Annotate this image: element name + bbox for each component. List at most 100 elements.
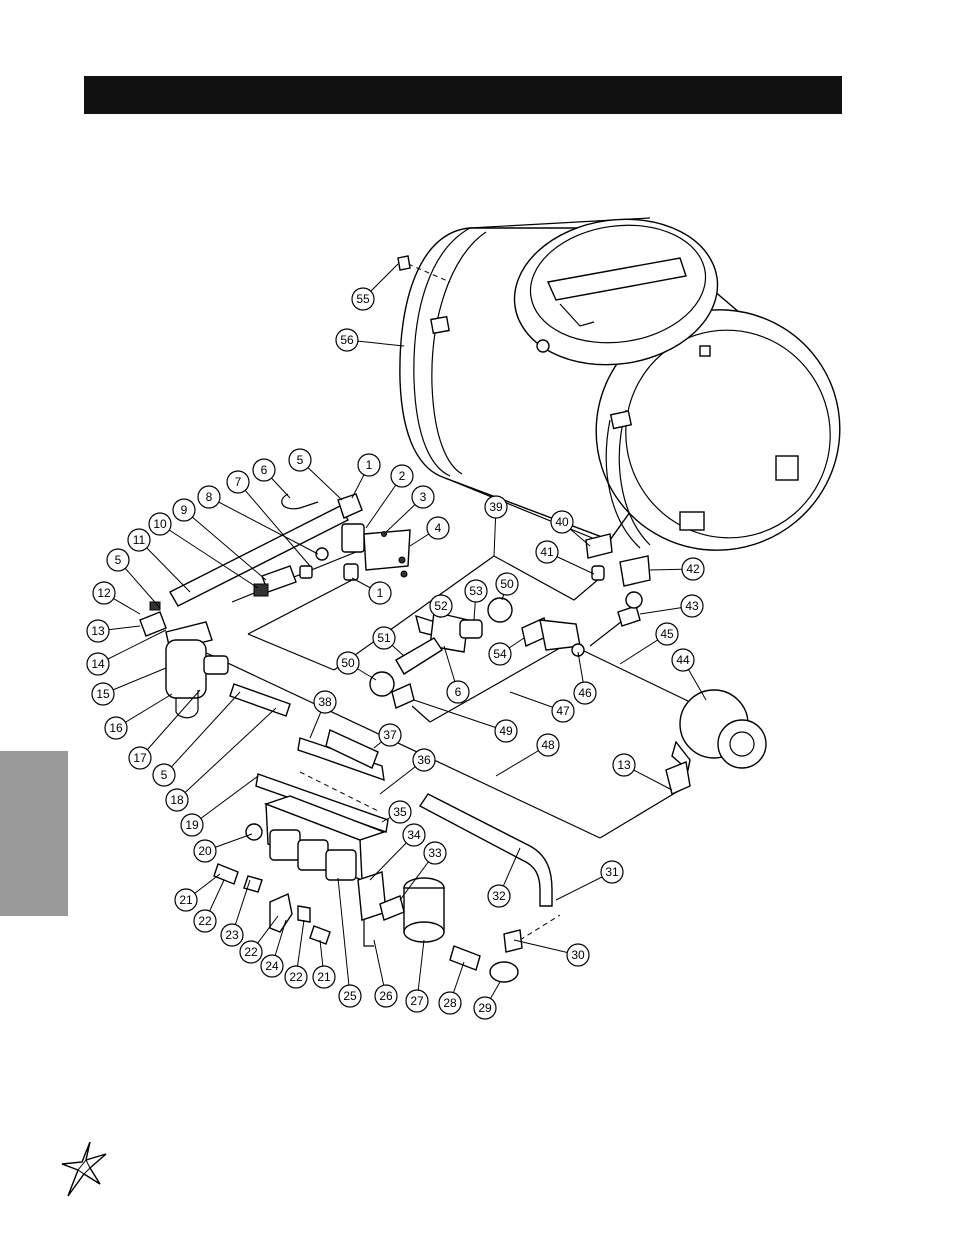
callout-circle	[426, 516, 450, 540]
callout-circle	[655, 622, 679, 646]
callout-leader-11	[138, 539, 191, 593]
callout-circle	[535, 540, 559, 564]
callout-circle	[488, 642, 512, 666]
callout-circle	[423, 841, 447, 865]
callout-5: 5	[106, 548, 130, 572]
callout-label: 22	[244, 945, 258, 959]
callout-1: 1	[368, 581, 392, 605]
callout-label: 26	[379, 989, 393, 1003]
callout-6: 6	[446, 680, 470, 704]
callout-circle	[127, 528, 151, 552]
callout-26: 26	[374, 984, 398, 1008]
hose-lines	[199, 263, 691, 941]
callout-label: 6	[455, 685, 462, 699]
callout-label: 20	[198, 844, 212, 858]
callout-circle	[197, 485, 221, 509]
callout-circle	[495, 572, 519, 596]
callout-circle	[152, 763, 176, 787]
callout-4: 4	[426, 516, 450, 540]
callout-label: 34	[407, 828, 421, 842]
callout-label: 1	[377, 586, 384, 600]
callout-label: 13	[91, 624, 105, 638]
callout-circle	[464, 579, 488, 603]
callout-52: 52	[429, 594, 453, 618]
callout-label: 49	[499, 724, 513, 738]
callout-5: 5	[152, 763, 176, 787]
callout-leader-7	[237, 481, 311, 567]
callout-label: 21	[179, 893, 193, 907]
callout-label: 13	[617, 758, 631, 772]
callout-31: 31	[600, 860, 624, 884]
callout-circle	[402, 823, 426, 847]
callout-36: 36	[412, 748, 436, 772]
callout-22: 22	[193, 909, 217, 933]
callout-label: 23	[225, 928, 239, 942]
callout-label: 39	[489, 500, 503, 514]
callout-circle	[473, 996, 497, 1020]
callout-38: 38	[313, 690, 337, 714]
callout-circle	[551, 699, 575, 723]
callout-label: 27	[410, 994, 424, 1008]
callout-circle	[612, 753, 636, 777]
callout-label: 30	[571, 948, 585, 962]
callout-53: 53	[464, 579, 488, 603]
callout-label: 28	[443, 996, 457, 1010]
callout-circle	[681, 557, 705, 581]
callout-circle	[372, 626, 396, 650]
callout-circle	[412, 748, 436, 772]
callout-circle	[378, 723, 402, 747]
callout-label: 33	[428, 846, 442, 860]
callout-label: 22	[289, 970, 303, 984]
callout-label: 6	[261, 463, 268, 477]
callout-label: 5	[115, 553, 122, 567]
callout-42: 42	[681, 557, 705, 581]
callout-circle	[193, 909, 217, 933]
callout-circle	[390, 464, 414, 488]
callout-label: 31	[605, 865, 619, 879]
callout-circle	[411, 485, 435, 509]
callout-circle	[438, 991, 462, 1015]
callout-circle	[313, 690, 337, 714]
callout-leader-14	[97, 629, 167, 665]
callout-37: 37	[378, 723, 402, 747]
callout-label: 18	[170, 793, 184, 807]
callout-circle	[336, 651, 360, 675]
callout-circle	[357, 453, 381, 477]
callout-22: 22	[284, 965, 308, 989]
callout-circle	[174, 888, 198, 912]
callout-label: 3	[420, 490, 427, 504]
callout-circle	[351, 287, 375, 311]
callout-21: 21	[174, 888, 198, 912]
callout-label: 16	[109, 721, 123, 735]
callout-40: 40	[550, 510, 574, 534]
callout-label: 47	[556, 704, 570, 718]
callout-label: 10	[153, 517, 167, 531]
callout-label: 51	[377, 631, 391, 645]
callout-circle	[680, 594, 704, 618]
callout-24: 24	[260, 954, 284, 978]
callout-label: 53	[469, 584, 483, 598]
callout-label: 29	[478, 1001, 492, 1015]
callout-circle	[374, 984, 398, 1008]
callout-44: 44	[671, 648, 695, 672]
tank	[399, 217, 841, 551]
callout-circle	[335, 328, 359, 352]
callout-circle	[338, 984, 362, 1008]
callout-45: 45	[655, 622, 679, 646]
callout-circle	[600, 860, 624, 884]
callout-leader-49	[413, 699, 507, 732]
callout-circle	[104, 716, 128, 740]
callout-leader-8	[208, 496, 319, 555]
callout-circle	[671, 648, 695, 672]
callout-circle	[106, 548, 130, 572]
callout-circle	[288, 448, 312, 472]
callout-circle	[487, 884, 511, 908]
callout-label: 4	[435, 521, 442, 535]
callout-17: 17	[128, 746, 152, 770]
callout-circle	[128, 746, 152, 770]
section-side-tab	[0, 751, 68, 916]
callout-label: 42	[686, 562, 700, 576]
callout-32: 32	[487, 884, 511, 908]
callout-circle	[92, 581, 116, 605]
callout-27: 27	[405, 989, 429, 1013]
